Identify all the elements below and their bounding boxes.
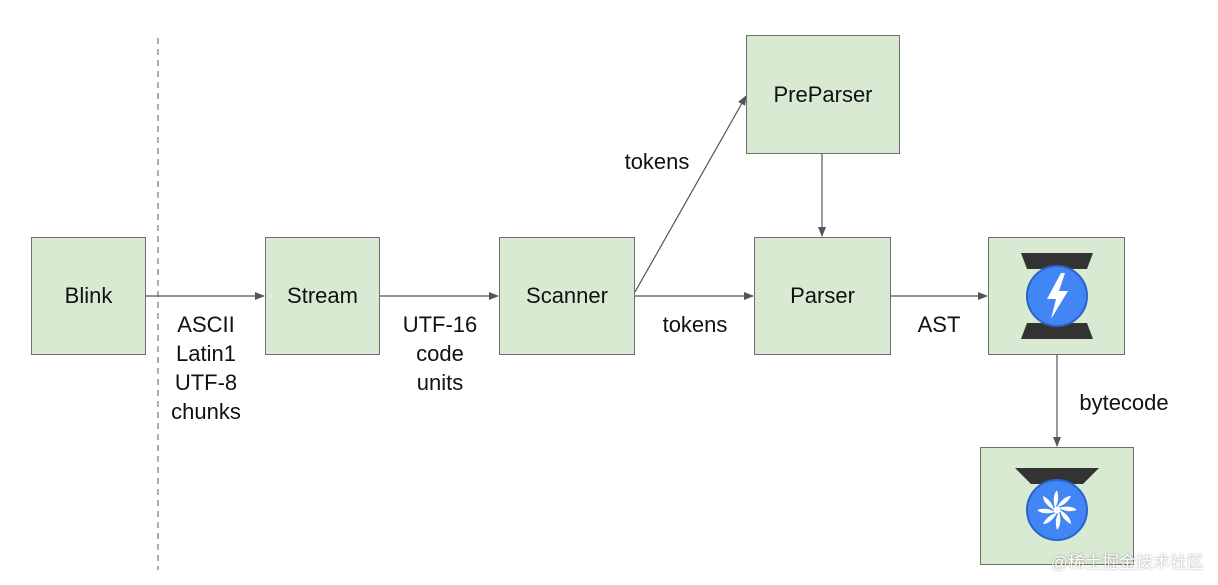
- chunks-text: chunks: [171, 399, 241, 424]
- parser-node: Parser: [754, 237, 891, 355]
- stream-scanner-label: UTF-16 code units: [392, 310, 488, 397]
- scanner-parser-tokens-label: tokens: [662, 312, 728, 337]
- ignition-node: [988, 237, 1125, 355]
- turbofan-logo-icon: [1015, 468, 1099, 541]
- encoding-latin1-text: Latin1: [176, 341, 236, 366]
- scanner-preparser-tokens-label: tokens: [624, 149, 690, 174]
- scanner-label: Scanner: [526, 283, 608, 308]
- arrow-scanner-to-preparser: [634, 95, 747, 293]
- utf16-text: UTF-16: [402, 312, 478, 337]
- stream-node: Stream: [265, 237, 380, 355]
- blink-stream-label: ASCII Latin1 UTF-8 chunks: [160, 310, 252, 426]
- scanner-node: Scanner: [499, 237, 635, 355]
- ignition-logo-icon: [1020, 253, 1093, 339]
- ast-label: AST: [917, 312, 961, 337]
- turbofan-node: [980, 447, 1134, 565]
- bytecode-label: bytecode: [1079, 390, 1169, 415]
- watermark-text: @稀土掘金技术社区: [1050, 553, 1204, 572]
- blink-label: Blink: [64, 283, 113, 308]
- parser-label: Parser: [790, 283, 855, 308]
- preparser-node: PreParser: [746, 35, 900, 154]
- preparser-label: PreParser: [773, 81, 873, 107]
- encoding-utf8-text: UTF-8: [174, 370, 238, 395]
- units-text: units: [416, 370, 464, 395]
- encoding-ascii-text: ASCII: [177, 312, 235, 337]
- stream-label: Stream: [287, 283, 358, 308]
- blink-node: Blink: [31, 237, 146, 355]
- code-text: code: [416, 341, 464, 366]
